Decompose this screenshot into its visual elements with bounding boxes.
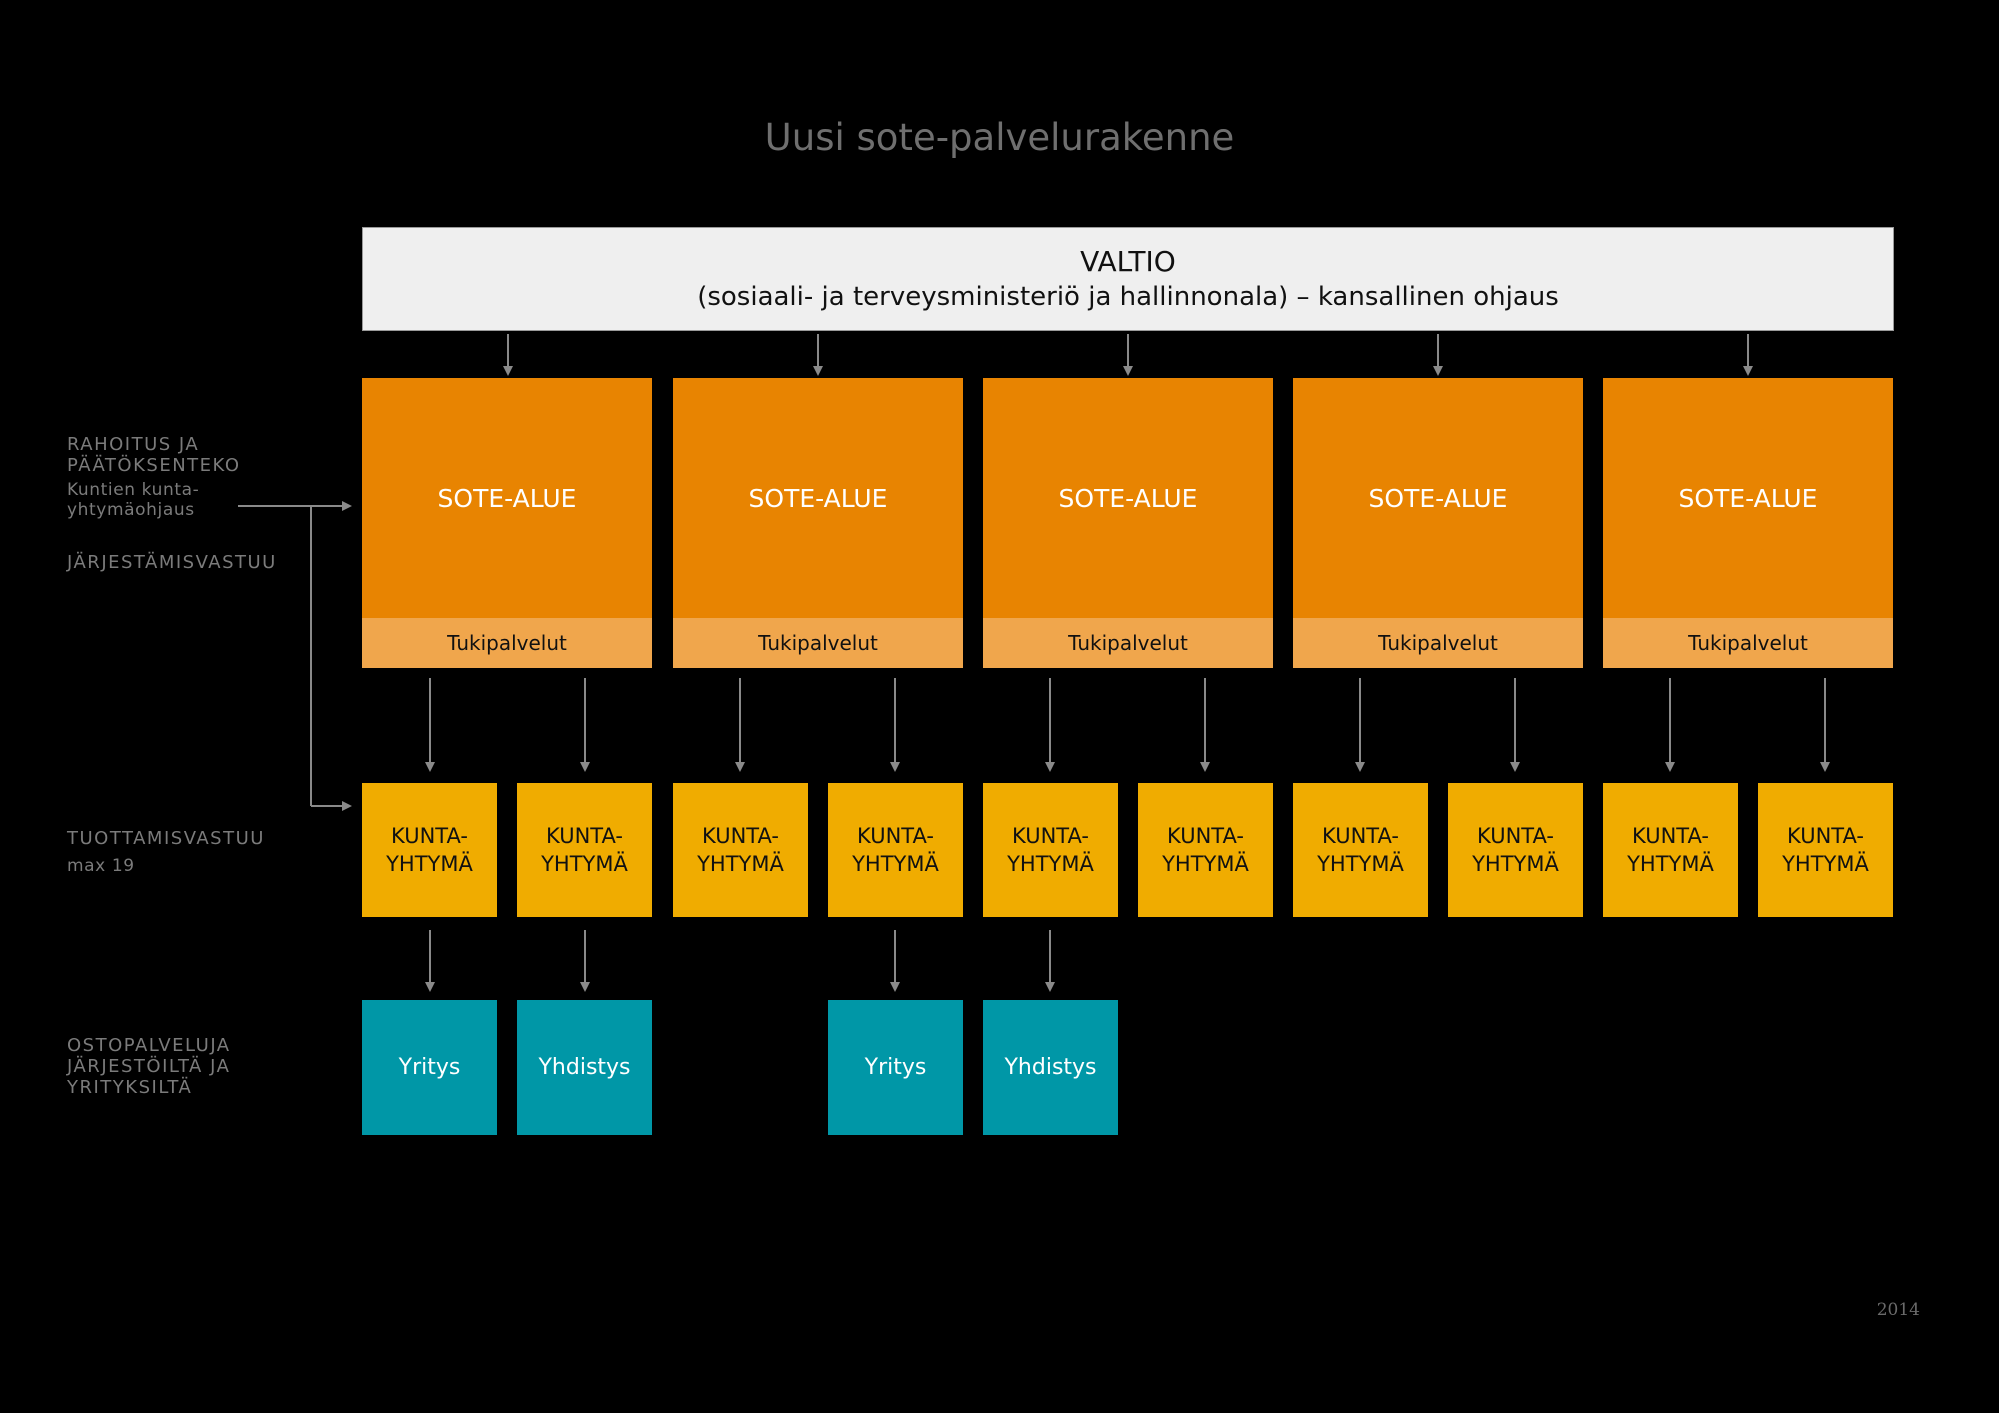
label-kuntien-ohjaus: Kuntien kunta- yhtymäohjaus — [67, 480, 200, 520]
tukipalvelut-strip: Tukipalvelut — [1603, 618, 1893, 668]
label-tuottamisvastuu: TUOTTAMISVASTUU — [67, 828, 265, 849]
kuntayhtyma-box: KUNTA- YHTYMÄ — [1293, 783, 1428, 917]
valtio-title: VALTIO — [1080, 245, 1176, 278]
sote-alue-box: SOTE-ALUE — [673, 378, 963, 618]
kuntayhtyma-box: KUNTA- YHTYMÄ — [362, 783, 497, 917]
sote-alue-box: SOTE-ALUE — [1293, 378, 1583, 618]
label-ostopalveluja: OSTOPALVELUJA JÄRJESTÖILTÄ JA YRITYKSILT… — [67, 1035, 231, 1098]
provider-yhdistys-box: Yhdistys — [517, 1000, 652, 1135]
year-label: 2014 — [1876, 1300, 1920, 1320]
kuntayhtyma-box: KUNTA- YHTYMÄ — [1448, 783, 1583, 917]
tukipalvelut-strip: Tukipalvelut — [1293, 618, 1583, 668]
kuntayhtyma-box: KUNTA- YHTYMÄ — [673, 783, 808, 917]
provider-yritys-box: Yritys — [362, 1000, 497, 1135]
side-label-ostopalveluja: OSTOPALVELUJA JÄRJESTÖILTÄ JA YRITYKSILT… — [67, 1035, 297, 1098]
provider-yhdistys-box: Yhdistys — [983, 1000, 1118, 1135]
provider-yritys-box: Yritys — [828, 1000, 963, 1135]
side-label-tuottamisvastuu: TUOTTAMISVASTUU max 19 — [67, 828, 297, 876]
label-rahoitus: RAHOITUS JA PÄÄTÖKSENTEKO — [67, 434, 241, 476]
tukipalvelut-strip: Tukipalvelut — [362, 618, 652, 668]
sote-alue-box: SOTE-ALUE — [1603, 378, 1893, 618]
sote-alue-box: SOTE-ALUE — [983, 378, 1273, 618]
kuntayhtyma-box: KUNTA- YHTYMÄ — [1603, 783, 1738, 917]
kuntayhtyma-box: KUNTA- YHTYMÄ — [828, 783, 963, 917]
sote-alue-box: SOTE-ALUE — [362, 378, 652, 618]
kuntayhtyma-box: KUNTA- YHTYMÄ — [1758, 783, 1893, 917]
side-label-rahoitus: RAHOITUS JA PÄÄTÖKSENTEKO Kuntien kunta-… — [67, 434, 297, 520]
page-title: Uusi sote-palvelurakenne — [764, 116, 1235, 159]
label-max: max 19 — [67, 856, 135, 876]
valtio-box: VALTIO (sosiaali- ja terveysministeriö j… — [362, 227, 1894, 331]
kuntayhtyma-box: KUNTA- YHTYMÄ — [517, 783, 652, 917]
kuntayhtyma-box: KUNTA- YHTYMÄ — [983, 783, 1118, 917]
side-label-jarjestamisvastuu: JÄRJESTÄMISVASTUU — [67, 552, 297, 573]
valtio-subtitle: (sosiaali- ja terveysministeriö ja halli… — [697, 282, 1559, 312]
kuntayhtyma-box: KUNTA- YHTYMÄ — [1138, 783, 1273, 917]
tukipalvelut-strip: Tukipalvelut — [983, 618, 1273, 668]
tukipalvelut-strip: Tukipalvelut — [673, 618, 963, 668]
label-jarjestamisvastuu: JÄRJESTÄMISVASTUU — [67, 552, 277, 573]
